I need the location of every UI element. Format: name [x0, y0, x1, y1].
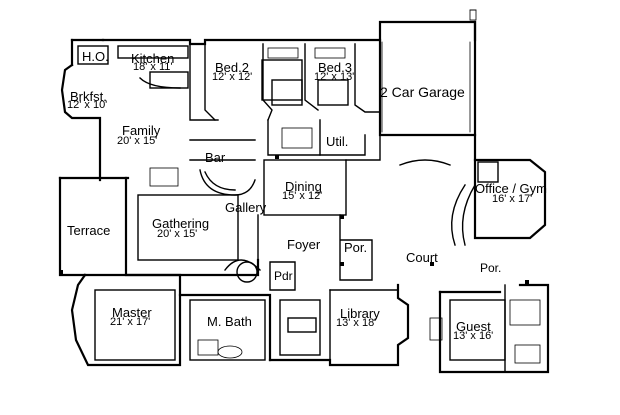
- room-label-court: Court: [406, 250, 438, 265]
- room-label-mbath: M. Bath: [207, 314, 252, 329]
- room-label-bar: Bar: [205, 150, 226, 165]
- room-label-pdr: Pdr: [274, 269, 293, 283]
- room-dims-dining: 15' x 12': [282, 190, 323, 202]
- detail-lines: [149, 9, 541, 364]
- room-dims-master: 21' x 17': [110, 316, 151, 328]
- room-label-gallery: Gallery: [225, 200, 267, 215]
- room-dims-brkfst: 12' x 10': [67, 99, 108, 111]
- room-dims-family: 20' x 15': [117, 135, 158, 147]
- room-label-ho: H.O.: [82, 49, 109, 64]
- room-dims-bed2: 12' x 12': [212, 71, 253, 83]
- room-label-porch-main: Por.: [344, 240, 368, 255]
- room-label-master: Master: [112, 305, 152, 320]
- room-label-kitchen: Kitchen: [131, 51, 175, 66]
- room-label-family: Family: [122, 123, 161, 138]
- room-dims-kitchen: 18' x 11': [133, 61, 173, 73]
- room-label-guest: Guest: [456, 319, 491, 334]
- room-label-terrace: Terrace: [67, 223, 111, 238]
- room-label-garage: 2 Car Garage: [380, 84, 465, 100]
- room-dims-guest: 13' x 16': [453, 330, 494, 342]
- room-dims-office: 16' x 17': [492, 193, 533, 205]
- room-dims-library: 13' x 18': [336, 317, 377, 329]
- interior-walls: [77, 43, 506, 373]
- room-label-dining: Dining: [285, 179, 322, 194]
- room-label-bed2: Bed.2: [215, 60, 249, 75]
- room-dims-gathering: 20' x 15': [157, 228, 198, 240]
- room-label-office: Office / Gym: [475, 181, 547, 196]
- room-label-brkfst: Brkfst.: [70, 89, 107, 104]
- room-label-bed3: Bed.3: [318, 60, 352, 75]
- room-label-porch-guest: Por.: [480, 261, 502, 275]
- room-label-library: Library: [340, 306, 380, 321]
- room-dims-bed3: 12' x 13': [314, 71, 355, 83]
- room-label-gathering: Gathering: [152, 216, 210, 231]
- room-label-foyer: Foyer: [287, 237, 321, 252]
- room-label-util: Util.: [326, 134, 349, 149]
